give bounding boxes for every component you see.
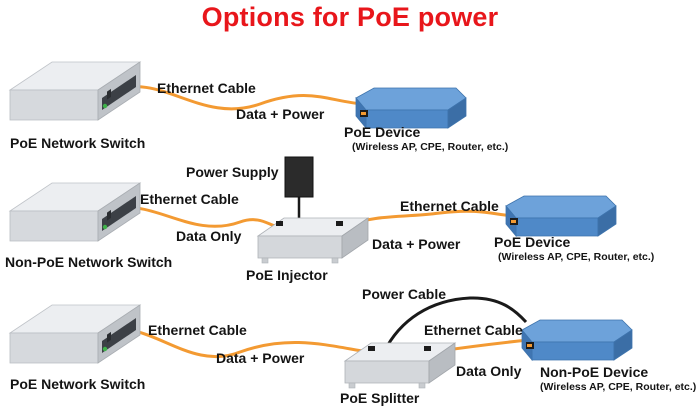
poe-device-2 <box>505 195 617 237</box>
scenario-2 <box>9 156 617 264</box>
poe-injector <box>257 217 369 264</box>
device-sub-3: (Wireless AP, CPE, Router, etc.) <box>540 381 697 393</box>
device-sub-1: (Wireless AP, CPE, Router, etc.) <box>352 141 509 153</box>
flow-label-2a: Data Only <box>176 228 242 244</box>
flow-label-2b: Data + Power <box>372 236 461 252</box>
poe-splitter <box>344 342 456 389</box>
switch-label-2: Non-PoE Network Switch <box>5 254 173 270</box>
cable-label-2a: Ethernet Cable <box>140 191 239 207</box>
non-poe-network-switch <box>9 182 141 242</box>
splitter-label: PoE Splitter <box>340 390 420 406</box>
cable-label-2b: Ethernet Cable <box>400 198 499 214</box>
device-label-2: PoE Device <box>494 234 571 250</box>
page-title: Options for PoE power <box>201 2 499 32</box>
injector-label: PoE Injector <box>246 267 328 283</box>
flow-label-3a: Data + Power <box>216 350 305 366</box>
switch-label-1: PoE Network Switch <box>10 135 146 151</box>
power-supply-label: Power Supply <box>186 164 279 180</box>
scenario-3 <box>9 296 633 389</box>
splitter-port-in <box>368 346 375 351</box>
power-cable <box>382 296 528 353</box>
power-supply <box>284 156 314 198</box>
device-sub-2: (Wireless AP, CPE, Router, etc.) <box>498 251 655 263</box>
scenario-1 <box>9 61 467 129</box>
switch-label-3: PoE Network Switch <box>10 376 146 392</box>
injector-port-in <box>276 221 283 226</box>
poe-device-1 <box>355 87 467 129</box>
cable-label-3b: Ethernet Cable <box>424 322 523 338</box>
ethernet-cable-3a <box>109 328 369 359</box>
cable-label-3a: Ethernet Cable <box>148 322 247 338</box>
flow-label-3b: Data Only <box>456 363 522 379</box>
poe-network-switch-1 <box>9 61 141 121</box>
power-cable-label: Power Cable <box>362 286 447 302</box>
splitter-port-out <box>424 346 431 351</box>
cable-label-1: Ethernet Cable <box>157 80 256 96</box>
poe-network-switch-3 <box>9 304 141 364</box>
ethernet-cable-2b <box>343 209 515 228</box>
flow-label-1: Data + Power <box>236 106 325 122</box>
device-label-1: PoE Device <box>344 124 421 140</box>
device-label-3: Non-PoE Device <box>540 364 649 380</box>
non-poe-device <box>521 319 633 361</box>
injector-port-out <box>336 221 343 226</box>
ethernet-cable-1 <box>111 85 365 111</box>
